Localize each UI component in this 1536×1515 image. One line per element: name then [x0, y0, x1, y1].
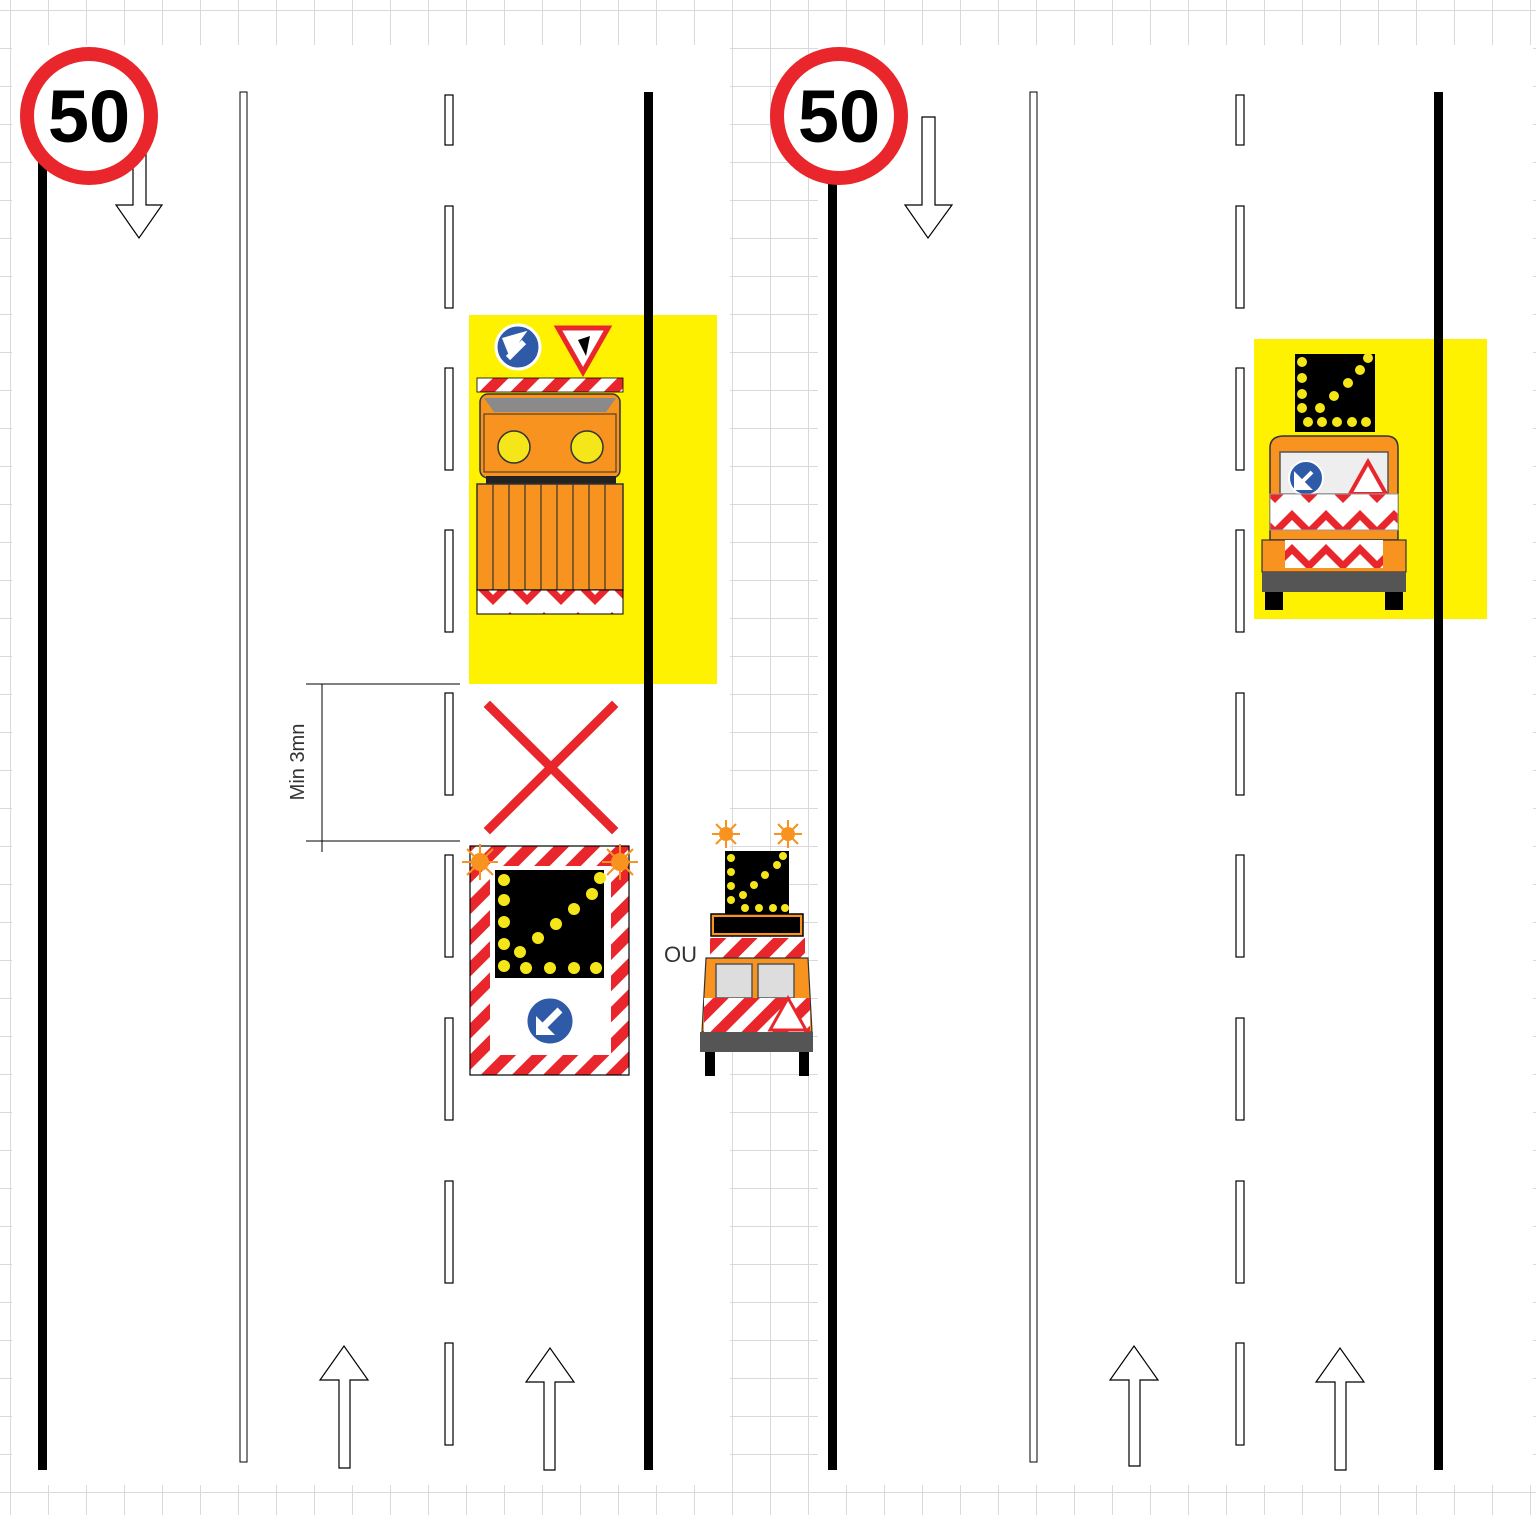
- chevron-panel: [1269, 493, 1399, 531]
- continuous-line: [239, 91, 248, 1463]
- work-zone-left: [469, 315, 717, 684]
- signal-van: [700, 820, 813, 1076]
- edge-line-left: [828, 150, 837, 1470]
- truck-light-icon: [497, 430, 531, 464]
- warning-triangle-icon: [767, 994, 809, 1032]
- truck-light-icon: [570, 430, 604, 464]
- road-section-right: [818, 45, 1533, 1485]
- dimension-marker: Min 3mn: [287, 683, 460, 852]
- road-section-left: [12, 45, 730, 1485]
- speed-limit-value: 50: [48, 75, 130, 158]
- flashing-light-icon: [462, 844, 498, 880]
- keep-left-arrow-icon: [501, 330, 528, 361]
- speed-limit-sign: 50: [20, 47, 158, 185]
- dashed-lane-line: [1235, 94, 1245, 1446]
- led-arrow-icon: [1297, 353, 1373, 427]
- truck-cargo: [476, 483, 624, 591]
- dimension-label: Min 3mn: [287, 724, 309, 801]
- forbidden-cross-icon: [483, 700, 619, 835]
- up-arrow-icon: [318, 1344, 370, 1469]
- alternative-label: OU: [664, 942, 697, 967]
- road-right-markings: [828, 91, 1443, 1471]
- up-arrow-icon: [1314, 1346, 1366, 1471]
- edge-line-right: [644, 92, 653, 1470]
- work-zone-right: [1254, 339, 1487, 619]
- speed-limit-sign: 50: [770, 47, 908, 185]
- edge-line-right: [1434, 92, 1443, 1470]
- down-arrow-icon: [903, 116, 954, 240]
- flashing-light-icon: [602, 844, 638, 880]
- up-arrow-icon: [524, 1346, 576, 1471]
- flashing-light-icon: [774, 820, 802, 848]
- arrow-panel-trailer: [462, 844, 638, 1076]
- continuous-line: [1029, 91, 1038, 1463]
- up-arrow-icon: [1108, 1344, 1160, 1467]
- down-arrow-icon: [114, 149, 164, 240]
- speed-limit-value: 50: [798, 75, 880, 158]
- chevron-panel: [476, 589, 624, 615]
- led-arrow-icon: [498, 872, 606, 974]
- chevron-bar: [476, 377, 624, 393]
- road-left-markings: [38, 91, 653, 1471]
- flashing-light-icon: [712, 820, 740, 848]
- dashed-lane-line: [444, 94, 454, 1446]
- led-arrow-panel: [495, 870, 604, 978]
- edge-line-left: [38, 150, 47, 1470]
